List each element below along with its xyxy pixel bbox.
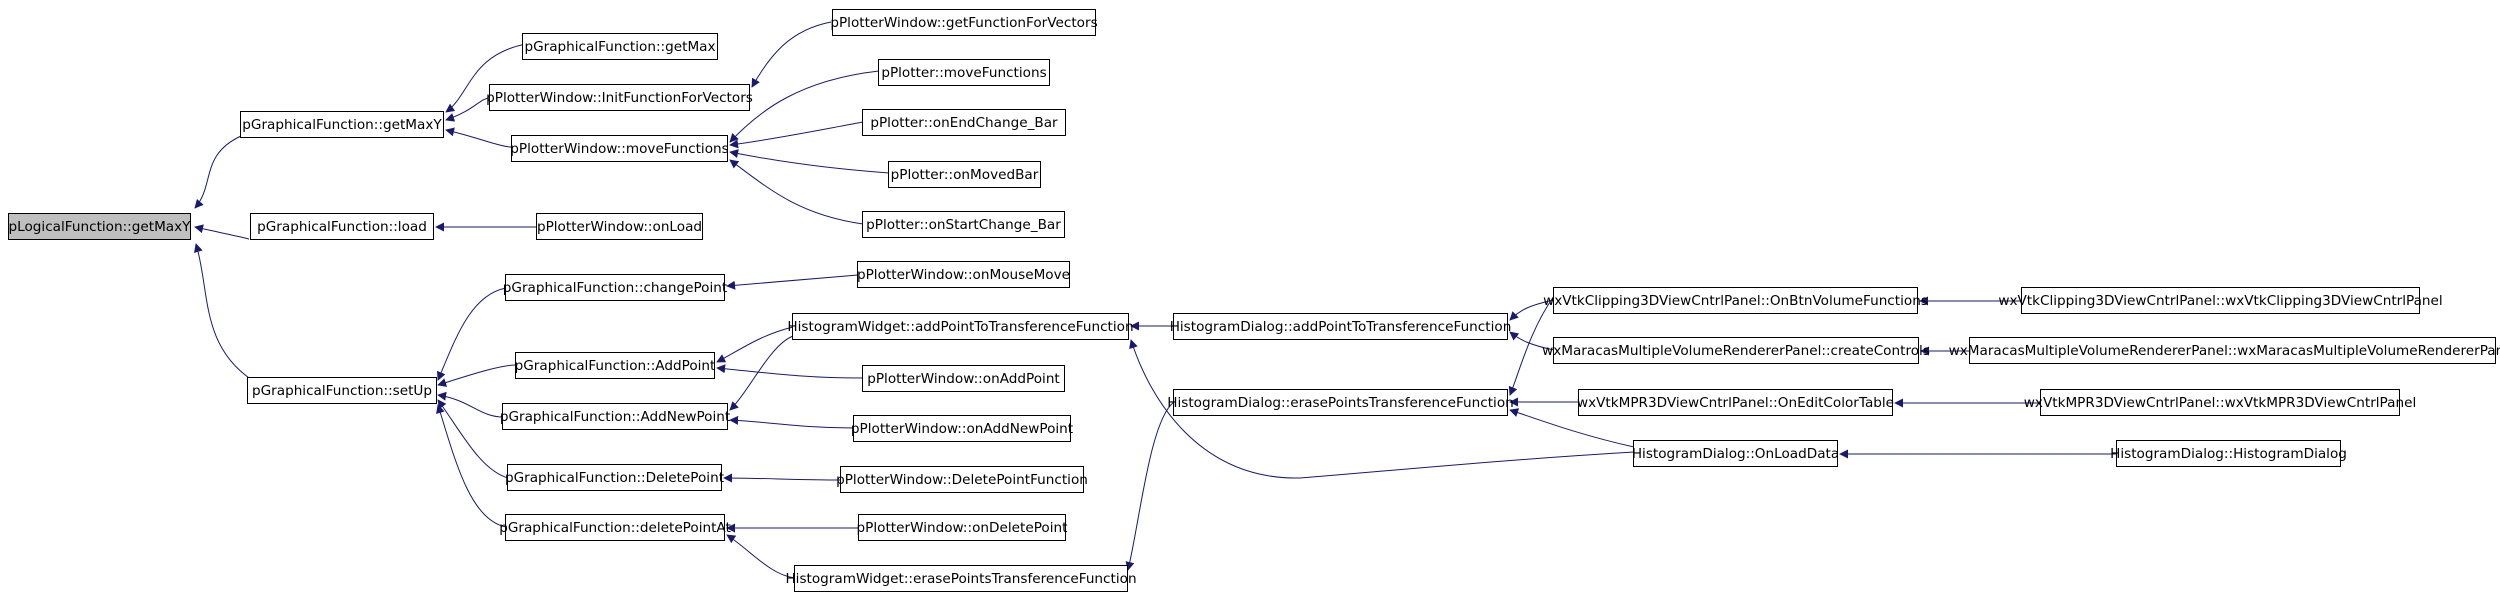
node-pgraphicalfunction-getmax[interactable]: pGraphicalFunction::getMax (522, 33, 718, 60)
call-edge (723, 473, 842, 483)
call-edge (194, 243, 253, 381)
call-edge (729, 159, 864, 225)
node-histogramdialog-erasepointstransferencefunction[interactable]: HistogramDialog::erasePointsTransference… (1167, 389, 1514, 416)
call-edge (437, 391, 504, 418)
call-edge (1509, 408, 1635, 448)
node-wxmaracasmultiplevolumerendererpanel-createcontrols[interactable]: wxMaracasMultipleVolumeRendererPanel::cr… (1542, 337, 1930, 364)
node-wxmaracasmultiplevolumerendererpanel-ctor[interactable]: wxMaracasMultipleVolumeRendererPanel::wx… (1949, 337, 2500, 364)
call-edge (194, 135, 242, 209)
call-edge (194, 224, 250, 240)
call-edge (437, 287, 507, 381)
call-edge (436, 404, 507, 528)
call-edge (751, 21, 832, 88)
node-pgraphicalfunction-changepoint[interactable]: pGraphicalFunction::changePoint (503, 274, 727, 301)
call-edge (1508, 295, 1555, 396)
node-pgraphicalfunction-setup[interactable]: pGraphicalFunction::setUp (247, 377, 437, 404)
call-edge (726, 274, 859, 290)
node-pgraphicalfunction-load[interactable]: pGraphicalFunction::load (250, 213, 434, 240)
node-plogicalfunction-getmaxy[interactable]: pLogicalFunction::getMaxY (8, 213, 191, 240)
node-pplotterwindow-getfunctionforvectors[interactable]: pPlotterWindow::getFunctionForVectors (830, 9, 1098, 36)
call-edge (437, 364, 517, 387)
call-edge (1509, 331, 1555, 351)
call-edge (1129, 339, 1635, 479)
call-edge (729, 149, 890, 174)
node-pplotterwindow-deletepointfunction[interactable]: pPlotterWindow::DeletePointFunction (836, 466, 1088, 493)
node-histogramwidget-addpointtotransferencefunction[interactable]: HistogramWidget::addPointToTransferenceF… (787, 313, 1134, 340)
node-wxvtkmpr3dviewcntrlpanel-oneditcolortable[interactable]: wxVtkMPR3DViewCntrlPanel::OnEditColorTab… (1577, 389, 1894, 416)
node-wxvtkclipping3dviewcntrlpanel-onbtnvolumefunctions[interactable]: wxVtkClipping3DViewCntrlPanel::OnBtnVolu… (1543, 287, 1928, 314)
node-pplotter-onmovedbar[interactable]: pPlotter::onMovedBar (888, 161, 1041, 188)
call-edge (1125, 401, 1175, 571)
node-pplotterwindow-onload[interactable]: pPlotterWindow::onLoad (536, 213, 703, 240)
node-pgraphicalfunction-deletepointat[interactable]: pGraphicalFunction::deletePointAt (499, 514, 731, 541)
call-edge (1509, 299, 1555, 321)
node-pplotterwindow-onaddpoint[interactable]: pPlotterWindow::onAddPoint (862, 365, 1065, 392)
node-wxvtkclipping3dviewcntrlpanel-ctor[interactable]: wxVtkClipping3DViewCntrlPanel::wxVtkClip… (1998, 287, 2443, 314)
node-wxvtkmpr3dviewcntrlpanel-ctor[interactable]: wxVtkMPR3DViewCntrlPanel::wxVtkMPR3DView… (2024, 389, 2416, 416)
call-edge (729, 335, 794, 411)
node-pplotterwindow-onaddnewpoint[interactable]: pPlotterWindow::onAddNewPoint (851, 415, 1073, 442)
node-pgraphicalfunction-addpoint[interactable]: pGraphicalFunction::AddPoint (515, 352, 715, 379)
node-pgraphicalfunction-getmaxy[interactable]: pGraphicalFunction::getMaxY (240, 111, 444, 138)
node-histogramdialog-histogramdialog[interactable]: HistogramDialog::HistogramDialog (2110, 440, 2347, 467)
node-pgraphicalfunction-addnewpoint[interactable]: pGraphicalFunction::AddNewPoint (500, 403, 730, 430)
call-edge (445, 127, 513, 148)
call-edge (716, 326, 794, 363)
call-edge (729, 415, 855, 429)
call-edge (729, 70, 880, 143)
node-pplotter-onendchange-bar[interactable]: pPlotter::onEndChange_Bar (862, 109, 1066, 136)
node-pplotterwindow-onmousemove[interactable]: pPlotterWindow::onMouseMove (857, 261, 1070, 288)
node-pplotter-onstartchange-bar[interactable]: pPlotter::onStartChange_Bar (862, 211, 1065, 238)
node-histogramdialog-onloaddata[interactable]: HistogramDialog::OnLoadData (1632, 440, 1839, 467)
call-edge (729, 121, 864, 149)
node-pplotterwindow-ondeletepoint[interactable]: pPlotterWindow::onDeletePoint (857, 514, 1067, 541)
node-pplotter-movefunctions[interactable]: pPlotter::moveFunctions (878, 59, 1050, 86)
node-pplotterwindow-movefunctions[interactable]: pPlotterWindow::moveFunctions (510, 135, 729, 162)
call-edge (437, 399, 509, 479)
call-edge (726, 534, 796, 579)
node-histogramwidget-erasepointstransferencefunction[interactable]: HistogramWidget::erasePointsTransference… (785, 565, 1137, 592)
call-edge (445, 43, 527, 113)
node-pplotterwindow-initfunctionforvectors[interactable]: pPlotterWindow::InitFunctionForVectors (486, 84, 753, 111)
call-edge (445, 97, 491, 122)
node-histogramdialog-addpointtotransferencefunction[interactable]: HistogramDialog::addPointToTransferenceF… (1170, 313, 1511, 340)
call-edge (716, 364, 864, 379)
node-pgraphicalfunction-deletepoint[interactable]: pGraphicalFunction::DeletePoint (505, 464, 724, 491)
